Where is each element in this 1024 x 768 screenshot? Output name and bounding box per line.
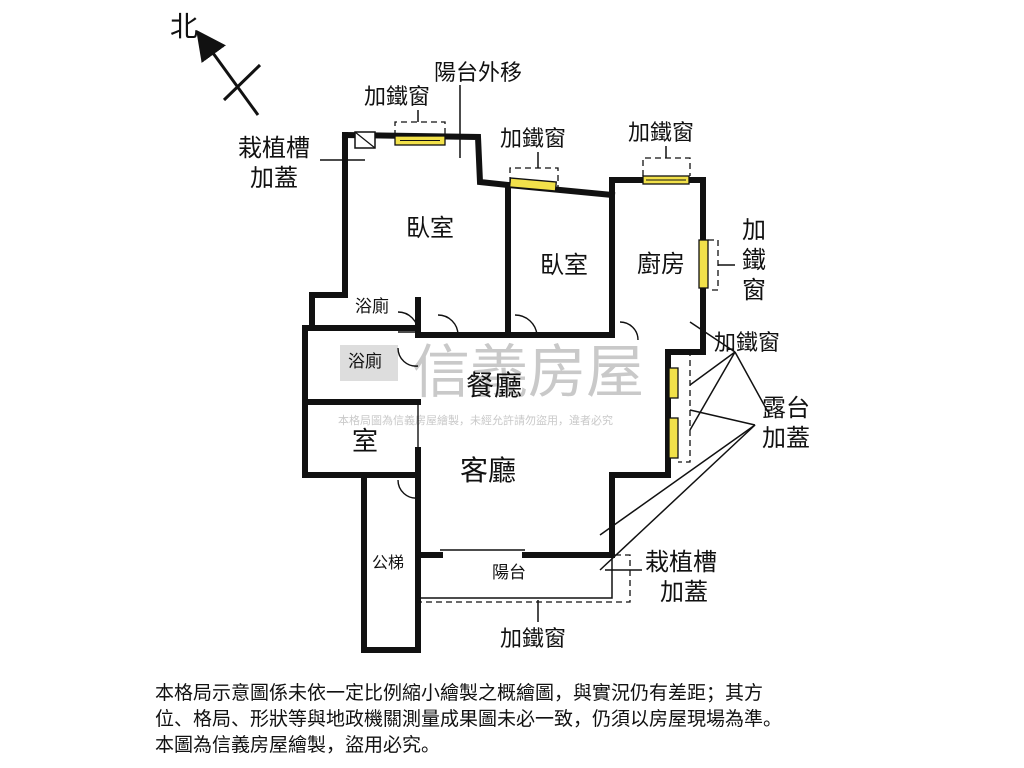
label-planter-cover-2b: 加蓋 xyxy=(660,578,708,606)
north-label: 北 xyxy=(170,10,198,43)
label-iron-window-5: 加鐵窗 xyxy=(500,627,566,652)
room-bedroom-a: 臥室 xyxy=(406,214,454,242)
label-iron-window-2: 加鐵窗 xyxy=(500,127,566,152)
disclaimer-line: 位、格局、形狀等與地政機關測量成果圖未必一致，仍須以房屋現場為準。 xyxy=(155,708,783,730)
compass: 北 xyxy=(170,10,262,116)
watermark-logo xyxy=(340,345,398,381)
room-stair: 公梯 xyxy=(372,553,404,572)
room-labels: 臥室 臥室 廚房 浴廁 浴廁 室 餐廳 客廳 公梯 陽台 xyxy=(348,214,685,583)
disclaimer: 本格局示意圖係未依一定比例縮小繪製之概繪圖，與實況仍有差距；其方 位、格局、形狀… xyxy=(155,680,895,758)
watermark-notice: 本格局圖為信義房屋繪製，未經允許請勿盜用，違者必究 xyxy=(338,413,613,427)
windows xyxy=(394,135,709,459)
room-living: 客廳 xyxy=(460,454,516,487)
label-terrace-cover-a: 露台 xyxy=(762,394,810,422)
room-kitchen: 廚房 xyxy=(637,250,685,278)
room-bath-a: 浴廁 xyxy=(355,296,389,317)
label-planter-cover-2a: 栽植槽 xyxy=(645,548,717,576)
window-living-side xyxy=(668,417,679,459)
doors xyxy=(397,311,639,499)
label-iron-window-v3: 窗 xyxy=(742,276,766,304)
label-iron-window-v2: 鐵 xyxy=(742,246,766,274)
room-bedroom-b: 臥室 xyxy=(540,251,588,279)
watermark-brand: 信義房屋 xyxy=(412,338,644,406)
room-dining: 餐廳 xyxy=(466,369,522,402)
window-kitchen-side xyxy=(698,239,709,289)
label-balcony-moved-out: 陽台外移 xyxy=(434,61,522,86)
window-bedroom-b xyxy=(508,177,557,192)
label-iron-window-3: 加鐵窗 xyxy=(628,121,694,146)
label-planter-cover-1b: 加蓋 xyxy=(250,164,298,192)
label-iron-window-4: 加鐵窗 xyxy=(714,331,780,356)
window-dining-side xyxy=(668,367,679,399)
label-planter-cover-1a: 栽植槽 xyxy=(238,134,310,162)
room-balcony: 陽台 xyxy=(492,563,526,583)
disclaimer-line: 本圖為信義房屋繪製，盜用必究。 xyxy=(155,734,441,756)
leader-lines xyxy=(320,85,769,622)
room-bath-b: 浴廁 xyxy=(348,351,382,372)
room-room: 室 xyxy=(352,427,378,457)
label-iron-window-v1: 加 xyxy=(742,216,766,244)
disclaimer-line: 本格局示意圖係未依一定比例縮小繪製之概繪圖，與實況仍有差距；其方 xyxy=(155,682,764,704)
label-terrace-cover-b: 加蓋 xyxy=(762,424,810,452)
annotation-labels: 陽台外移 加鐵窗 加鐵窗 加鐵窗 加 鐵 窗 加鐵窗 加鐵窗 栽植槽 加蓋 露台… xyxy=(238,61,810,652)
label-iron-window-1: 加鐵窗 xyxy=(364,85,430,110)
watermark: 信義房屋 本格局圖為信義房屋繪製，未經允許請勿盜用，違者必究 xyxy=(338,338,644,427)
